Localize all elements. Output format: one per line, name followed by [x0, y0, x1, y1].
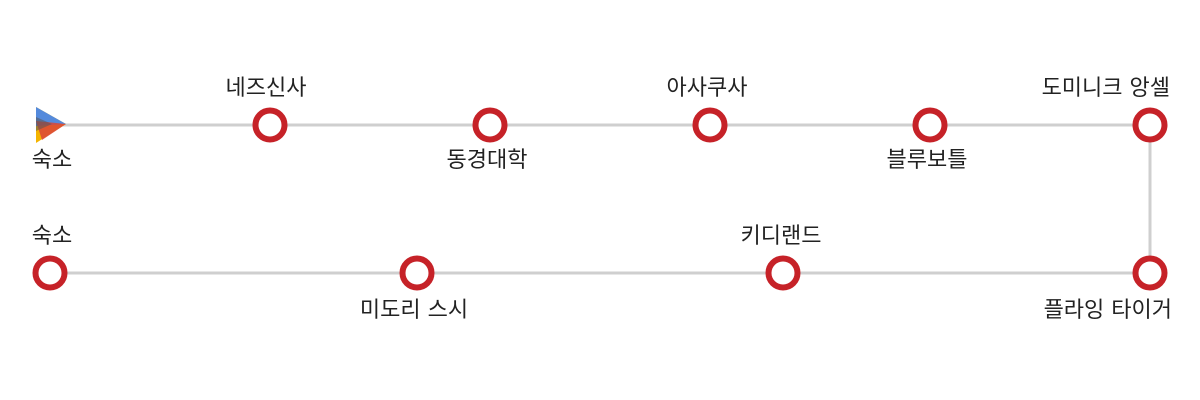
stop-label-row1-4: 블루보틀 — [886, 148, 968, 173]
stop-marker-row2-1 — [765, 255, 801, 291]
stop-label-row1-5: 도미니크 앙셀 — [1041, 76, 1170, 101]
stop-label-row2-1: 키디랜드 — [740, 224, 822, 249]
stop-label-row1-0: 숙소 — [31, 148, 73, 173]
stop-label-row2-0: 플라잉 타이거 — [1043, 298, 1172, 323]
stop-marker-row2-3 — [32, 255, 68, 291]
stop-marker-row1-1 — [252, 107, 288, 143]
stop-label-row1-1: 네즈신사 — [225, 76, 307, 101]
stop-marker-row1-2 — [472, 107, 508, 143]
stop-marker-row2-0 — [1132, 255, 1168, 291]
stop-marker-row1-4 — [912, 107, 948, 143]
stop-marker-row1-5 — [1132, 107, 1168, 143]
stop-label-row2-3: 숙소 — [31, 224, 73, 249]
play-arrow-icon — [36, 107, 66, 143]
stop-label-row1-3: 아사쿠사 — [666, 76, 748, 101]
stop-marker-row2-2 — [399, 255, 435, 291]
stop-label-row2-2: 미도리 스시 — [359, 298, 469, 323]
stop-marker-row1-3 — [692, 107, 728, 143]
stop-label-row1-2: 동경대학 — [446, 148, 528, 173]
